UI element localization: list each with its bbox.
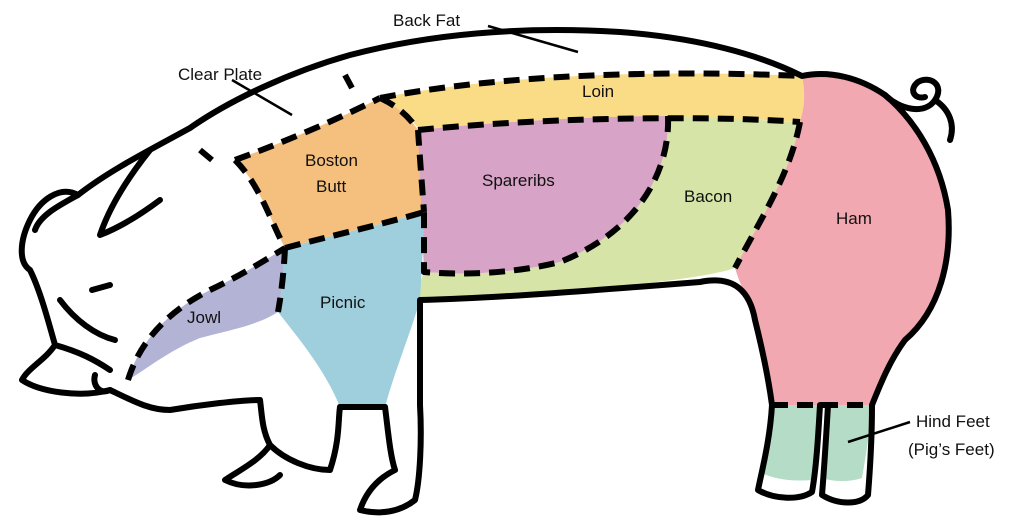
boston-butt-label-line1: Boston <box>305 151 358 170</box>
neck-boundary <box>200 150 212 160</box>
spareribs-label: Spareribs <box>482 171 555 190</box>
pig-mouth <box>60 300 115 340</box>
boston-butt-label-line2: Butt <box>316 177 347 196</box>
hind-feet-label-line1: Hind Feet <box>916 412 990 431</box>
bacon-label: Bacon <box>684 187 732 206</box>
loin-label: Loin <box>582 82 614 101</box>
hind-feet-label-line2: (Pig’s Feet) <box>908 440 995 459</box>
clear-plate-label: Clear Plate <box>178 65 262 84</box>
back-fat-top-boundary <box>345 75 352 88</box>
back-fat-label: Back Fat <box>393 11 460 30</box>
pig-snout-outline <box>35 195 110 391</box>
jowl-label: Jowl <box>187 308 221 327</box>
picnic-label: Picnic <box>320 293 366 312</box>
pig-eye <box>92 285 110 290</box>
front-leg-left-outline <box>225 445 280 485</box>
ham-label: Ham <box>836 209 872 228</box>
